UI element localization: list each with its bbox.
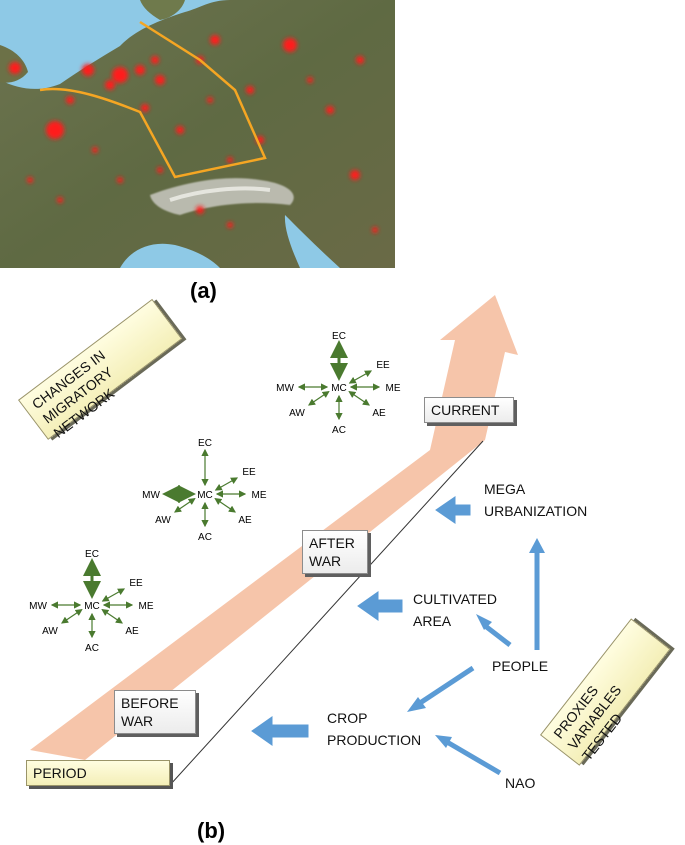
- node-east: ME: [386, 383, 401, 394]
- mediterranean: [120, 243, 220, 268]
- node-west: MW: [142, 490, 160, 501]
- period-word: AFTER: [309, 535, 355, 551]
- migration-arrow-northeast: [348, 370, 373, 384]
- network-after-war: MC EC EE ME AE AC AW MW: [142, 438, 267, 543]
- period-word: WAR: [121, 713, 154, 729]
- migration-arrow-southwest: [174, 497, 196, 513]
- arrow-to-cultivated: [357, 591, 403, 621]
- network-current: MC EC EE ME AE AC AW MW: [276, 331, 401, 436]
- migration-arrow-northeast: [101, 588, 126, 602]
- node-east: ME: [139, 601, 154, 612]
- proxy-arrows: [251, 496, 545, 776]
- proxy-people: PEOPLE: [492, 658, 549, 674]
- satellite-map: [0, 0, 395, 268]
- arrow-to-mega: [435, 496, 471, 524]
- node-west: MW: [276, 383, 294, 394]
- migration-diagram: MC EC EE ME AE AC AW MW MC EC EE ME AE AC AW MW MC EC EE…: [29, 295, 545, 786]
- migration-arrow-southeast: [101, 608, 123, 624]
- proxy-nao: NAO: [505, 775, 536, 791]
- period-word: BEFORE: [121, 695, 179, 711]
- period-after-war: AFTER WAR: [302, 530, 368, 574]
- node-southeast: AE: [125, 626, 139, 637]
- panel-b-label: (b): [197, 818, 226, 843]
- node-west: MW: [29, 601, 47, 612]
- period-current: CURRENT: [424, 397, 514, 423]
- arrow-to-crop: [251, 716, 309, 746]
- node-southwest: AW: [289, 408, 305, 419]
- migration-arrow-southeast: [214, 497, 236, 513]
- period-baseline: [169, 440, 484, 786]
- period-before-war: BEFORE WAR: [114, 690, 196, 734]
- node-center: MC: [331, 383, 347, 394]
- study-area-outline: [39, 20, 267, 179]
- migration-arrow-southwest: [61, 608, 83, 624]
- period-label: PERIOD: [26, 760, 170, 786]
- network-before-war: MC EC EE ME AE AC AW MW: [29, 549, 154, 654]
- proxy-crop-production: CROP PRODUCTION: [327, 710, 422, 748]
- node-northeast: EE: [129, 578, 143, 589]
- node-north: EC: [198, 438, 212, 449]
- node-northeast: EE: [242, 467, 256, 478]
- node-southeast: AE: [238, 515, 252, 526]
- proxy-cultivated-area: CULTIVATED AREA: [413, 591, 498, 629]
- node-southeast: AE: [372, 408, 386, 419]
- urban-areas: [9, 35, 378, 233]
- node-center: MC: [197, 490, 213, 501]
- node-north: EC: [332, 331, 346, 342]
- node-north: EC: [85, 549, 99, 560]
- node-south: AC: [332, 425, 346, 436]
- migration-arrow-southeast: [348, 390, 370, 406]
- node-southwest: AW: [155, 515, 171, 526]
- node-northeast: EE: [376, 360, 390, 371]
- migration-arrow-northeast: [214, 477, 239, 491]
- proxy-mega-urbanization: MEGA URBANIZATION: [484, 481, 588, 519]
- period-arrow: [30, 295, 518, 760]
- node-center: MC: [84, 601, 100, 612]
- jutland: [140, 0, 185, 20]
- mainland: [0, 0, 395, 268]
- adriatic: [284, 215, 340, 268]
- migration-arrow-southwest: [308, 390, 330, 406]
- panel-a-label: (a): [190, 278, 217, 303]
- node-southwest: AW: [42, 626, 58, 637]
- node-south: AC: [85, 643, 99, 654]
- period-word: WAR: [309, 553, 342, 569]
- node-east: ME: [252, 490, 267, 501]
- node-south: AC: [198, 532, 212, 543]
